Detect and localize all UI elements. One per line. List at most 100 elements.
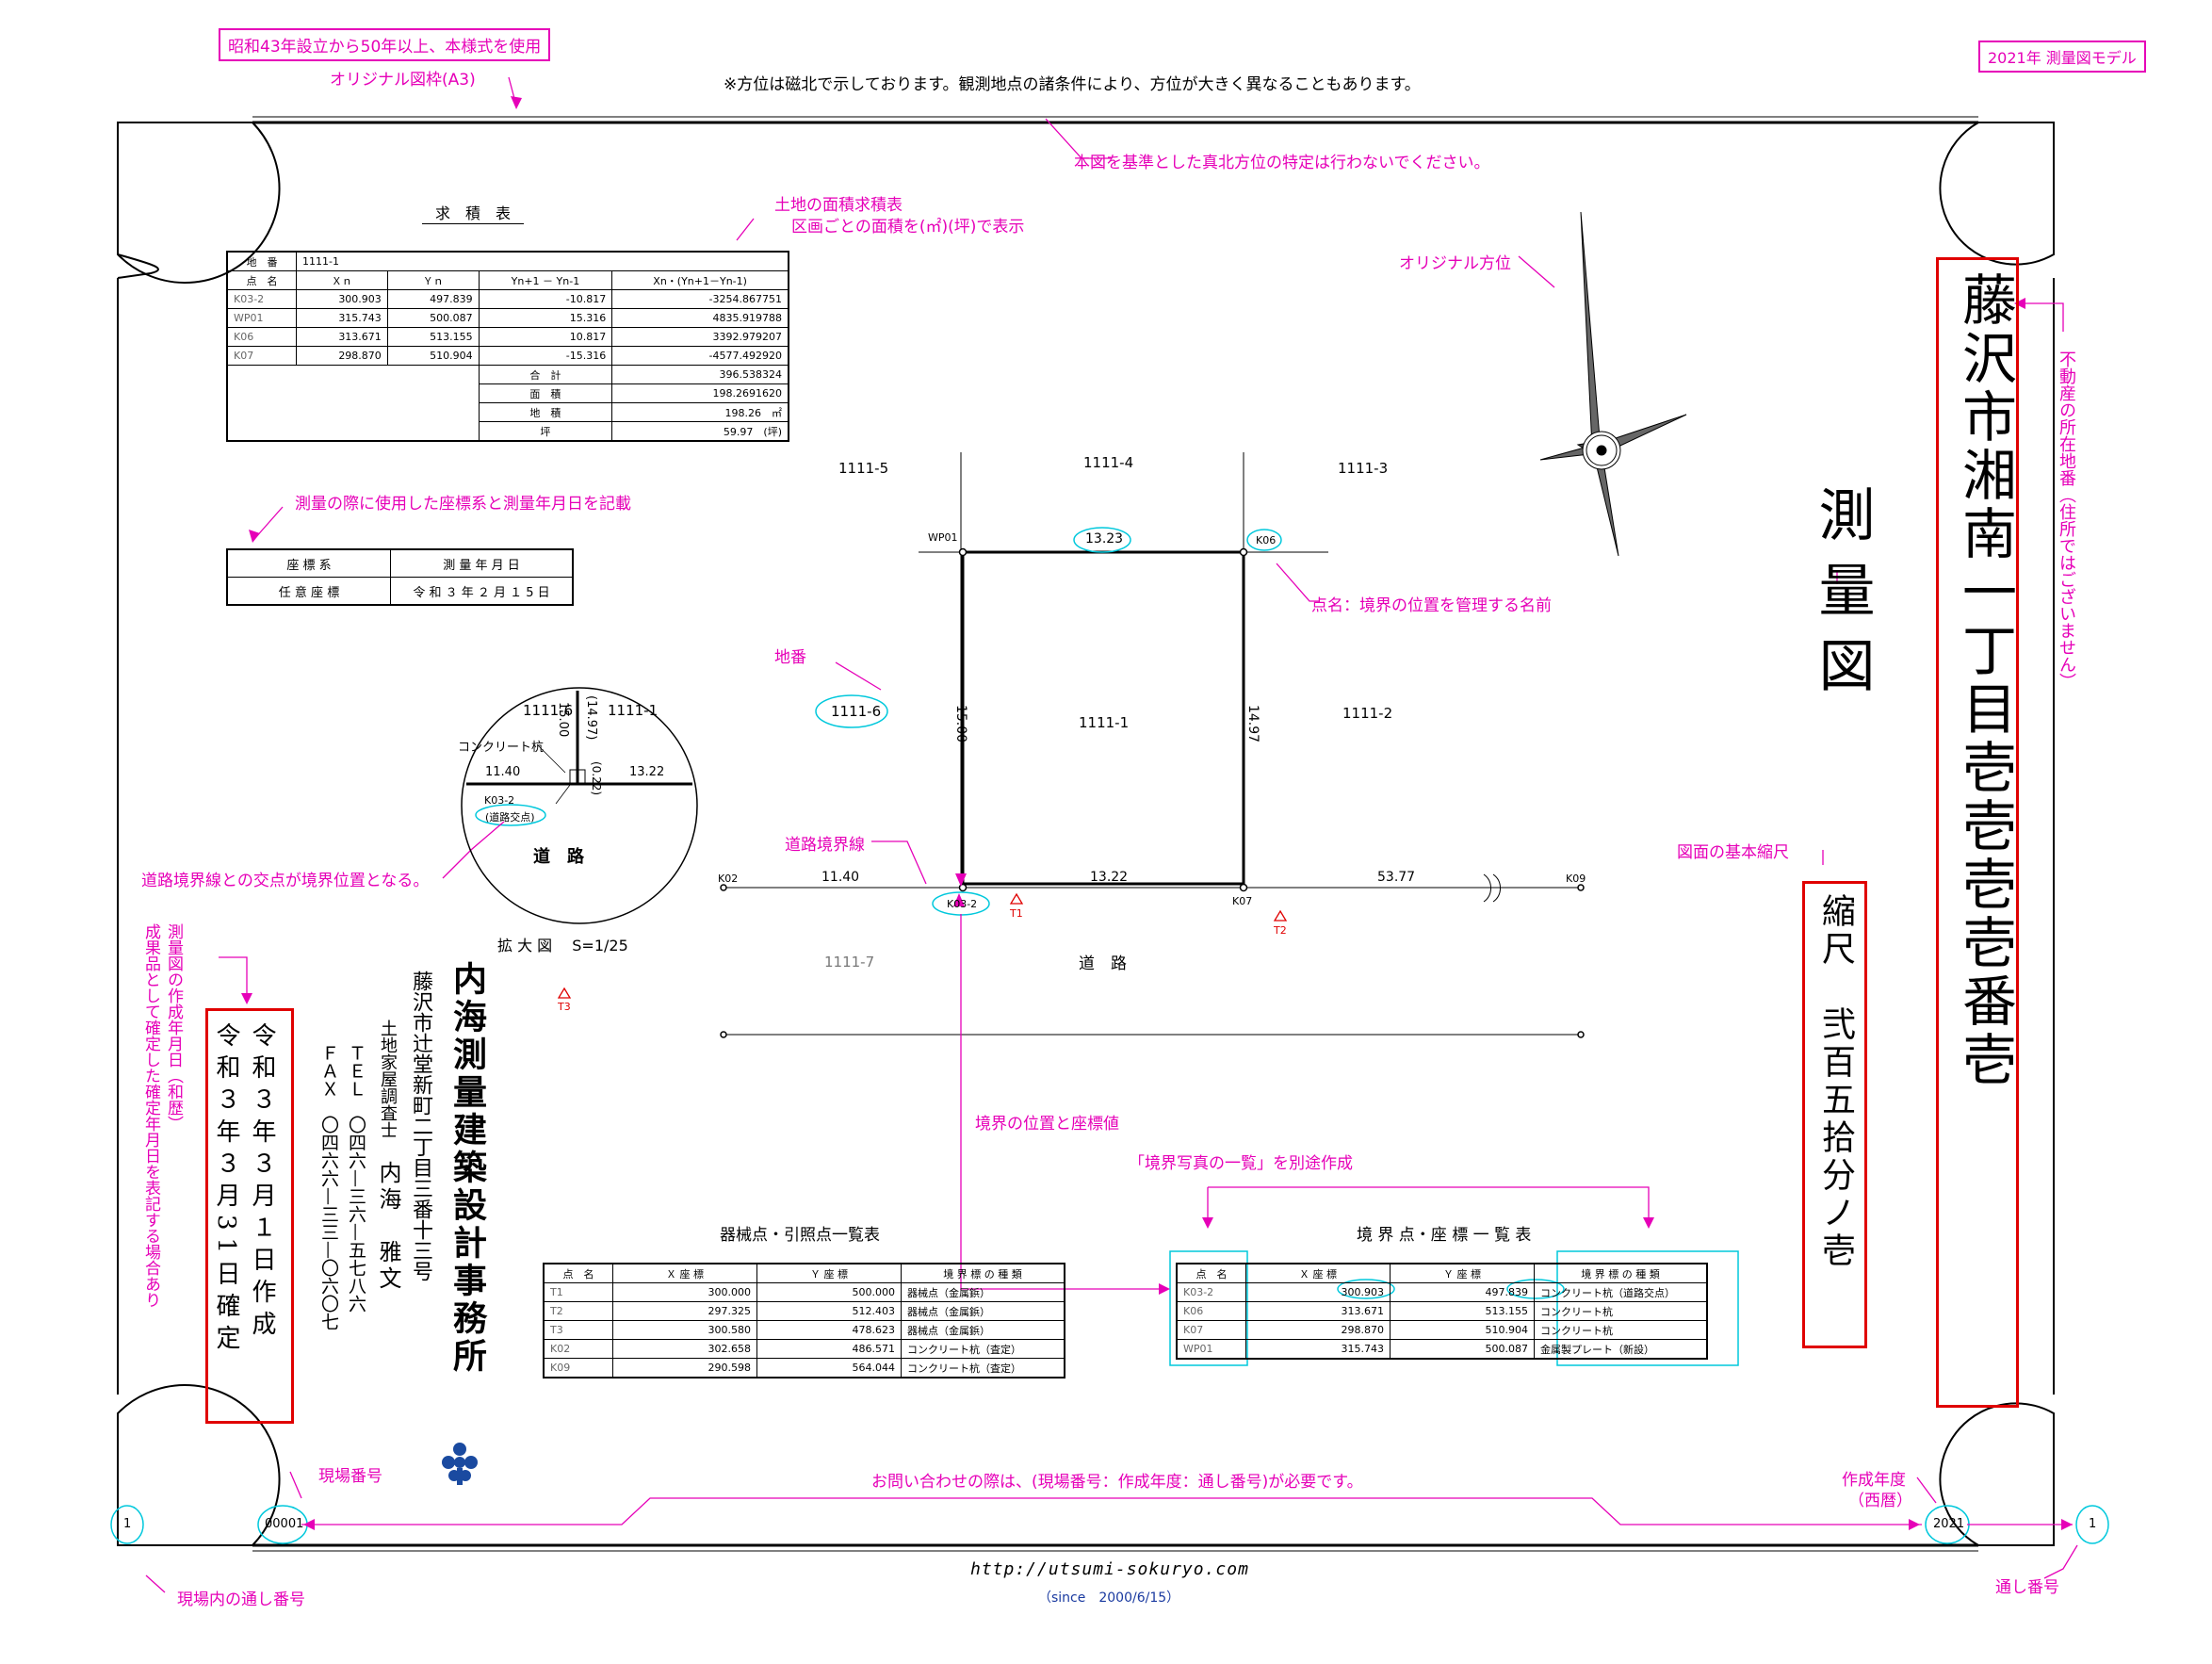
parcel-no-note: 地番 — [774, 648, 806, 667]
dim-road-right: 53.77 — [1377, 870, 1416, 885]
office-fax: ＦＡＸ 〇四六六—三三—〇六〇七 — [318, 1044, 339, 1330]
detail-parcel-1111-1: 1111-1 — [608, 702, 659, 719]
true-north-note: 本図を基準とした真北方位の特定は行わないでください。 — [1074, 154, 1490, 172]
area-table: 地 番 1111-1 点 名 Ｘｎ Ｙｎ Yn+1 － Yn-1 Xn・(Yn+… — [226, 251, 789, 442]
office-name: 内海測量建築設計事務所 — [447, 961, 487, 1376]
point-t1: T1 — [1010, 907, 1023, 920]
dim-right: 14.97 — [1245, 704, 1261, 743]
website-link[interactable]: http://utsumi-sokuryo.com — [970, 1559, 1249, 1579]
since-label: （since 2000/6/15） — [1038, 1591, 1180, 1606]
site-number: 00001 — [265, 1517, 304, 1531]
serial-no-note: 通し番号 — [1995, 1578, 2059, 1597]
boundary-table-title: 境 界 点・座 標 一 覧 表 — [1357, 1226, 1532, 1245]
model-year-label: 2021年 測量図モデル — [1978, 41, 2146, 73]
point-name-note: 点名：境界の位置を管理する名前 — [1311, 596, 1552, 615]
detail-dim-1497: (14.97) — [584, 695, 598, 741]
parcel-1111-3: 1111-3 — [1338, 460, 1389, 477]
office-tel: ＴＥＬ 〇四六—三六—五七八六 — [346, 1044, 366, 1313]
property-location: 藤沢市湘南一丁目壱壱壱壱番壱 — [1953, 271, 2017, 1089]
detail-dim-1500: 15.00 — [556, 702, 570, 738]
detail-dim-022: (0.22) — [590, 761, 603, 796]
scale-note: 図面の基本縮尺 — [1677, 843, 1789, 862]
site-no-note: 現場番号 — [318, 1467, 382, 1486]
detail-road-label: 道 路 — [533, 847, 584, 867]
detail-caption: 拡 大 図 S=1/25 — [497, 937, 628, 954]
year-label: 作成年度 — [1842, 1471, 1906, 1490]
family-crest-icon — [442, 1443, 478, 1485]
point-k09: K09 — [1566, 873, 1586, 885]
point-k03-2: K03-2 — [947, 898, 978, 910]
point-k02: K02 — [718, 873, 739, 885]
office-address: 藤沢市辻堂新町二丁目三番十三号 — [409, 971, 432, 1281]
parcel-1111-1: 1111-1 — [1079, 714, 1130, 731]
dim-bottom: 13.22 — [1090, 870, 1129, 885]
point-k07: K07 — [1232, 895, 1253, 907]
detail-parcel-1111-6: 1111-6 — [523, 702, 574, 719]
point-t2: T2 — [1274, 924, 1287, 937]
created-date: 令和３年３月１日作成 — [248, 1022, 276, 1343]
parcel-1111-6: 1111-6 — [831, 703, 882, 720]
inquiry-note: お問い合わせの際は、(現場番号：作成年度：通し番号)が必要です。 — [871, 1473, 1363, 1492]
instrument-table-title: 器械点・引照点一覧表 — [720, 1226, 880, 1245]
coord-system-table: 座 標 系測 量 年 月 日 任 意 座 標令 和 ３ 年 ２ 月 １ 5 日 — [226, 548, 574, 606]
office-license: 土地家屋調査士 — [378, 1020, 398, 1138]
fiscal-year: 2021 — [1933, 1517, 1965, 1531]
serial-right: 1 — [2089, 1517, 2097, 1531]
location-box — [1936, 257, 2019, 1408]
point-wp01: WP01 — [928, 531, 958, 544]
established-note: 昭和43年設立から50年以上、本様式を使用 — [219, 28, 551, 61]
confirmed-date: 令和３年３月31日確定 — [212, 1022, 240, 1358]
photo-list-note: 「境界写真の一覧」を別途作成 — [1129, 1154, 1353, 1173]
confirmed-note: 成果品として確定した確定年月日を表記する場合あり — [141, 923, 160, 1308]
created-date-note: 測量図の作成年月日（和歴） — [164, 923, 183, 1132]
dim-left: 15.00 — [953, 704, 969, 743]
dim-top: 13.23 — [1085, 531, 1124, 547]
point-t3: T3 — [558, 1001, 571, 1013]
location-note: 不動産の所在地番（住所ではございません） — [2057, 351, 2076, 690]
compass-note: オリジナル方位 — [1399, 254, 1511, 273]
parcel-1111-5: 1111-5 — [838, 460, 889, 477]
road-label: 道 路 — [1079, 954, 1127, 973]
detail-dim-1140: 11.40 — [485, 765, 521, 779]
detail-dim-1322: 13.22 — [629, 765, 665, 779]
dim-road-left: 11.40 — [821, 870, 860, 885]
compass-rose-icon — [1539, 211, 1687, 557]
north-note: ※方位は磁北で示しております。観測地点の諸条件により、方位が大きく異なることもあ… — [724, 75, 1421, 94]
office-person: 内海 雅文 — [375, 1161, 401, 1293]
serial-in-site-note: 現場内の通し番号 — [177, 1591, 305, 1609]
detail-pile-label: コンクリート杭 — [458, 741, 545, 755]
area-table-note-1: 土地の面積求積表 — [774, 196, 903, 215]
frame-label: オリジナル図枠(A3) — [330, 71, 476, 90]
dates-box — [205, 1008, 294, 1424]
coord-note: 測量の際に使用した座標系と測量年月日を記載 — [295, 495, 631, 514]
parcel-1111-2: 1111-2 — [1342, 705, 1393, 722]
road-line-note: 道路境界線 — [785, 836, 865, 855]
detail-intersect-label: (道路交点) — [485, 811, 535, 824]
year-label-2: （西暦） — [1848, 1492, 1912, 1510]
area-table-note-2: 区画ごとの面積を(㎡)(坪)で表示 — [791, 218, 1025, 237]
road-intersect-note: 道路境界線との交点が境界位置となる。 — [141, 872, 430, 890]
drawing-scale: 縮尺 弐百五拾分ノ壱 — [1816, 893, 1855, 1270]
area-table-title: 求 積 表 — [422, 201, 525, 224]
parcel-1111-4: 1111-4 — [1083, 454, 1134, 471]
serial-left: 1 — [123, 1517, 132, 1531]
boundary-coord-note: 境界の位置と座標値 — [975, 1115, 1119, 1134]
point-k06: K06 — [1256, 534, 1277, 547]
detail-point-label: K03-2 — [484, 794, 515, 807]
parcel-1111-7: 1111-7 — [824, 954, 875, 971]
